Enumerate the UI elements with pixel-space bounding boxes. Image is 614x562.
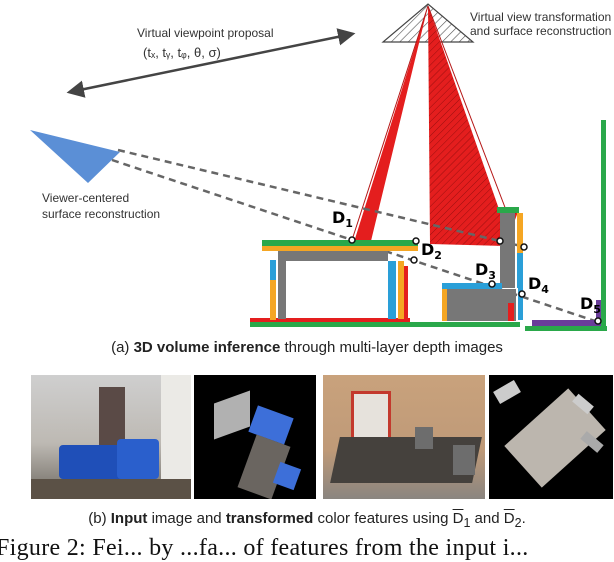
chair-seat-gray: [446, 289, 516, 321]
floor-green: [250, 322, 520, 327]
input-photo-meeting-room: [323, 375, 485, 499]
depth-point-2: [410, 256, 418, 264]
table-leg-left: [278, 261, 286, 319]
depth-point-2b: [412, 237, 420, 245]
depth-point-3: [488, 280, 496, 288]
transform-label-line1: Virtual view transformation: [470, 10, 612, 24]
virtual-view-frustum-right: [428, 6, 518, 246]
right-wall-purple: [596, 300, 601, 326]
table-top-gray: [278, 251, 388, 261]
chair-seat-blue: [442, 283, 502, 289]
proposal-title: Virtual viewpoint proposal: [137, 26, 274, 40]
chair-right-blue: [518, 288, 523, 320]
viewer-label-line1: Viewer-centered: [42, 191, 130, 205]
table-top-orange: [262, 246, 418, 251]
label-d4: D4: [528, 274, 549, 297]
table-leg-left-orange: [270, 280, 276, 320]
view-ray-upper: [117, 148, 526, 249]
caption-a: (a) 3D volume inference through multi-la…: [111, 339, 503, 356]
table-leg-left-blue: [270, 260, 276, 280]
floor-red: [250, 318, 410, 322]
right-wall-green: [601, 120, 606, 328]
chair-back-green: [497, 207, 519, 213]
viewer-label-line2: surface reconstruction: [42, 207, 161, 221]
depth-point-5: [594, 317, 602, 325]
proposal-params: (tₓ, tᵧ, tᵩ, θ, σ): [143, 45, 221, 60]
virtual-camera-icon: [381, 3, 475, 43]
chair-back-blue: [517, 253, 523, 288]
caption-b: (b) Input image and transformed color fe…: [88, 510, 526, 530]
chair-back-gray: [500, 213, 515, 288]
volume-inference-diagram: [30, 3, 607, 331]
depth-point-1: [348, 236, 356, 244]
transformed-features-living-room: [194, 375, 316, 499]
transformed-features-meeting-room: [489, 375, 613, 499]
depth-point-3b: [496, 237, 504, 245]
label-d3: D3: [475, 260, 496, 283]
label-d5: D5: [580, 294, 601, 317]
table-top-green: [262, 240, 418, 246]
viewer-camera-icon: [30, 130, 120, 183]
depth-point-4: [518, 290, 526, 298]
viewpoint-proposal-arrow: [66, 28, 356, 98]
table-leg-right-red: [404, 266, 408, 318]
transform-label-line2: and surface reconstruction: [470, 24, 612, 38]
input-photo-living-room: [31, 375, 191, 499]
depth-point-4b: [520, 243, 528, 251]
chair-leg-red: [508, 303, 514, 321]
chair-back-orange: [517, 213, 523, 253]
label-d2: D2: [421, 240, 442, 263]
floor-green-right: [525, 326, 607, 331]
figure-caption: Figure 2: Fei... by ...fa... of features…: [0, 535, 529, 561]
virtual-view-frustum: [354, 6, 428, 242]
label-d1: D1: [332, 208, 353, 231]
table-leg-right: [388, 261, 396, 319]
table-leg-right-orange: [398, 261, 404, 319]
chair-leg-orange: [442, 289, 447, 321]
floor-purple: [532, 320, 596, 326]
